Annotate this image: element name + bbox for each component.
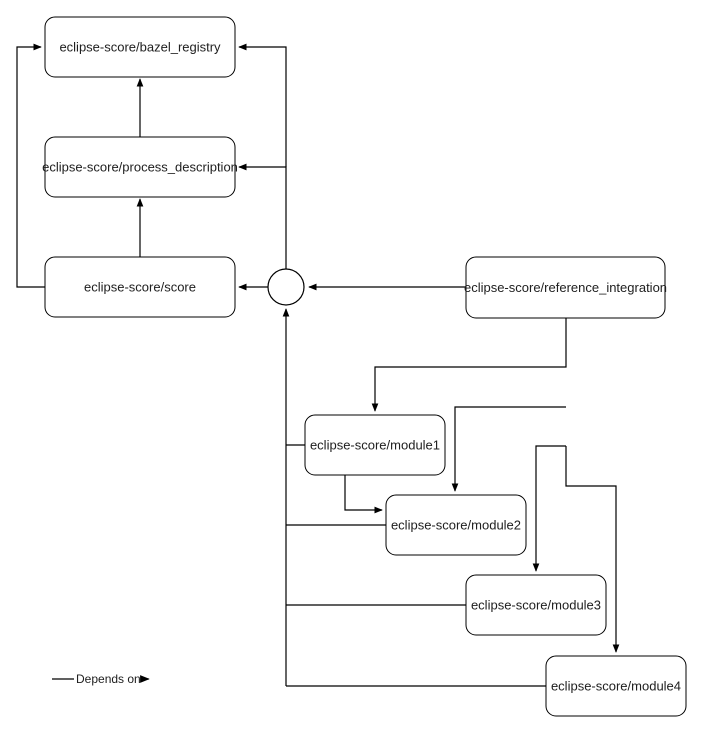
node-label-module2: eclipse-score/module2	[391, 517, 521, 532]
node-box-reference_integration[interactable]	[465, 256, 666, 319]
node-label-module1: eclipse-score/module1	[310, 437, 440, 452]
edge-reference-integration-to-module1	[371, 318, 567, 412]
node-box-module3[interactable]	[465, 574, 607, 636]
node-reference_integration[interactable]: eclipse-score/reference_integration	[464, 256, 667, 319]
node-box-module1[interactable]	[304, 414, 446, 476]
edges-layer	[16, 43, 620, 687]
node-module2[interactable]: eclipse-score/module2	[385, 494, 527, 556]
node-score[interactable]: eclipse-score/score	[44, 256, 236, 318]
node-module4[interactable]: eclipse-score/module4	[545, 655, 687, 717]
node-label-process_description: eclipse-score/process_description	[42, 159, 238, 174]
node-label-score: eclipse-score/score	[84, 279, 196, 294]
node-box-score[interactable]	[44, 256, 236, 318]
node-module3[interactable]: eclipse-score/module3	[465, 574, 607, 636]
edge-reference-integration-to-module3	[532, 445, 566, 572]
node-box-bazel_registry[interactable]	[44, 16, 236, 78]
nodes-layer: eclipse-score/bazel_registry eclipse-scor…	[42, 16, 687, 717]
node-label-bazel_registry: eclipse-score/bazel_registry	[59, 39, 221, 54]
edge-score-to-bazel-registry	[16, 43, 45, 288]
edge-reference-integration-to-module2	[451, 406, 566, 492]
edge-junction-to-bazel-registry	[238, 43, 287, 167]
node-module1[interactable]: eclipse-score/module1	[304, 414, 446, 476]
edge-module1-to-module2	[344, 475, 383, 514]
legend-label: Depends on	[76, 672, 141, 686]
edge-reference-integration-to-module4	[565, 446, 620, 653]
node-box-module4[interactable]	[545, 655, 687, 717]
node-process_description[interactable]: eclipse-score/process_description	[42, 136, 238, 198]
node-label-reference_integration: eclipse-score/reference_integration	[464, 280, 667, 295]
edge-junction-to-process-description	[238, 163, 287, 269]
fan-in-junction	[267, 268, 305, 306]
legend: Depends on	[52, 672, 150, 686]
node-box-module2[interactable]	[385, 494, 527, 556]
node-bazel_registry[interactable]: eclipse-score/bazel_registry	[44, 16, 236, 78]
node-label-module3: eclipse-score/module3	[471, 597, 601, 612]
node-box-process_description[interactable]	[44, 136, 236, 198]
node-label-module4: eclipse-score/module4	[551, 678, 681, 693]
